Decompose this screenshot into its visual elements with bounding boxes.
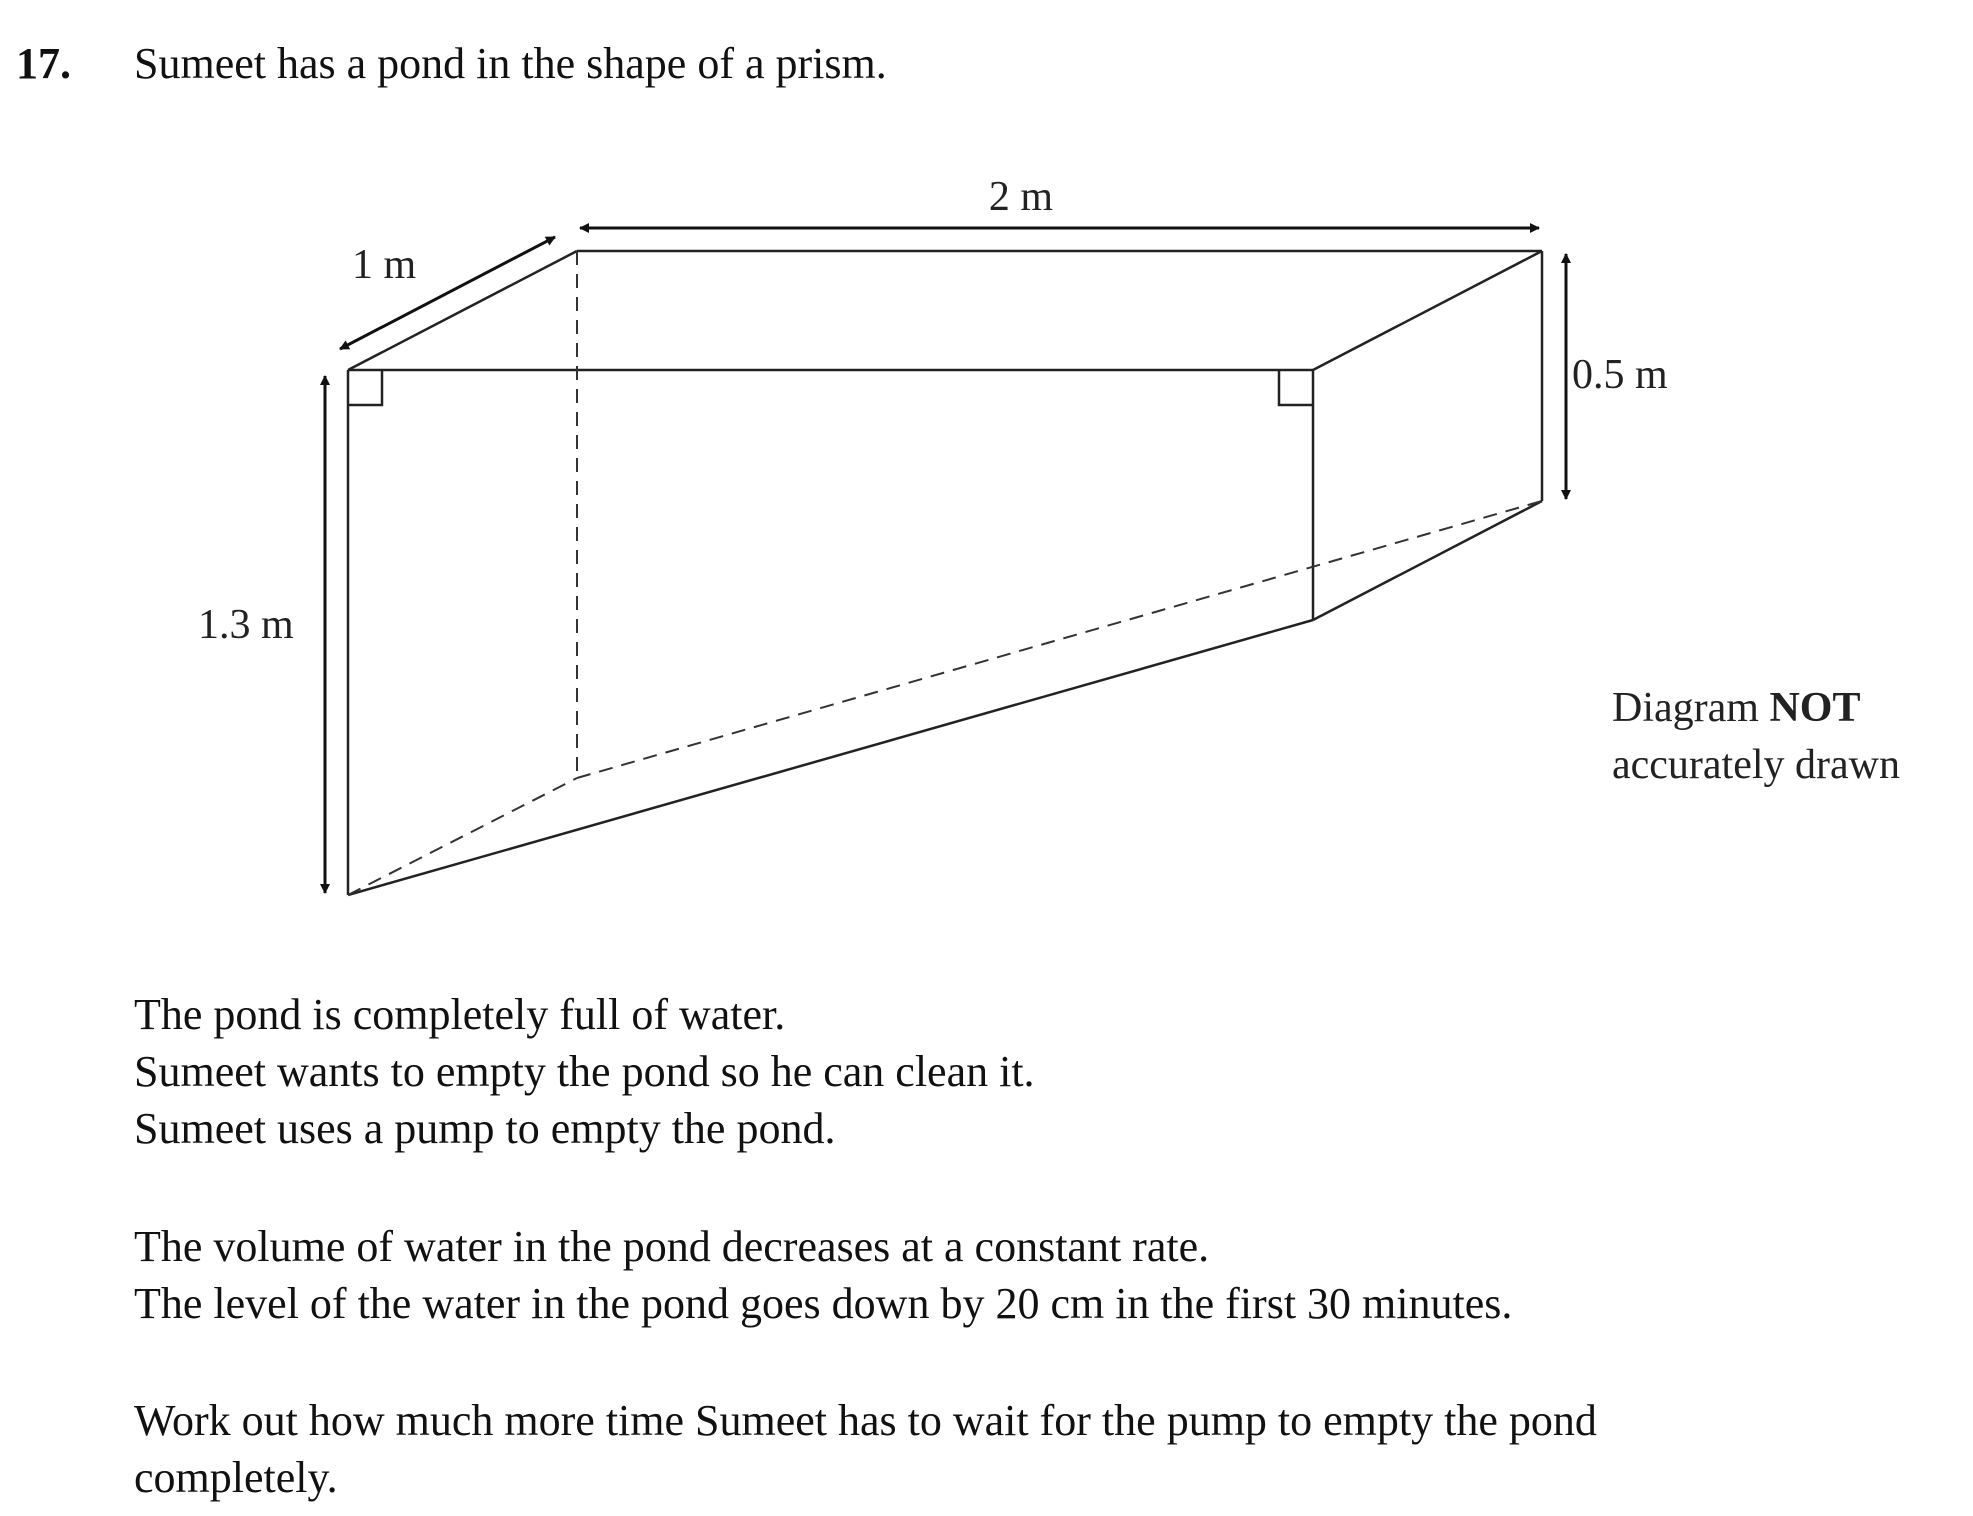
label-shallow-end: 0.5 m <box>1572 352 1668 398</box>
right-top-edge <box>1312 249 1543 372</box>
right-angle-marker-right <box>1277 370 1313 407</box>
solid-edges <box>346 249 1544 897</box>
question-intro: Sumeet has a pond in the shape of a pris… <box>134 39 887 88</box>
text-line: Sumeet wants to empty the pond so he can… <box>134 1047 1035 1096</box>
label-deep-end: 1.3 m <box>198 602 294 648</box>
diagram-note-prefix: Diagram <box>1612 685 1770 731</box>
diagram-note: Diagram NOT accurately drawn <box>1612 680 1900 794</box>
paragraph-task: Work out how much more time Sumeet has t… <box>134 1392 1597 1506</box>
text-line: The pond is completely full of water. <box>134 990 786 1039</box>
hidden-edges <box>347 251 1543 896</box>
dimension-arrows <box>320 223 1571 894</box>
diagram-note-line1: Diagram NOT <box>1612 680 1900 737</box>
text-line: The level of the water in the pond goes … <box>134 1279 1513 1328</box>
paragraph-rate: The volume of water in the pond decrease… <box>134 1218 1512 1332</box>
right-angle-marker-left <box>348 370 384 407</box>
diagram-note-line2: accurately drawn <box>1612 742 1900 788</box>
text-line: completely. <box>134 1453 338 1502</box>
right-angle-markers <box>348 370 1313 407</box>
front-bottom-edge <box>347 618 1314 897</box>
diagram-note-emphasis: NOT <box>1769 685 1861 731</box>
paragraph-situation: The pond is completely full of water. Su… <box>134 986 1035 1157</box>
back-bottom-edge-hidden <box>576 500 1543 779</box>
arrow-width <box>339 235 556 351</box>
right-bottom-edge <box>1312 499 1543 622</box>
question-number: 17. <box>16 39 71 88</box>
label-width: 1 m <box>352 242 417 288</box>
left-bottom-edge-hidden <box>347 777 578 896</box>
text-line: The volume of water in the pond decrease… <box>134 1222 1210 1271</box>
text-line: Sumeet uses a pump to empty the pond. <box>134 1104 836 1153</box>
label-top-length: 2 m <box>989 174 1054 220</box>
text-line: Work out how much more time Sumeet has t… <box>134 1396 1597 1445</box>
